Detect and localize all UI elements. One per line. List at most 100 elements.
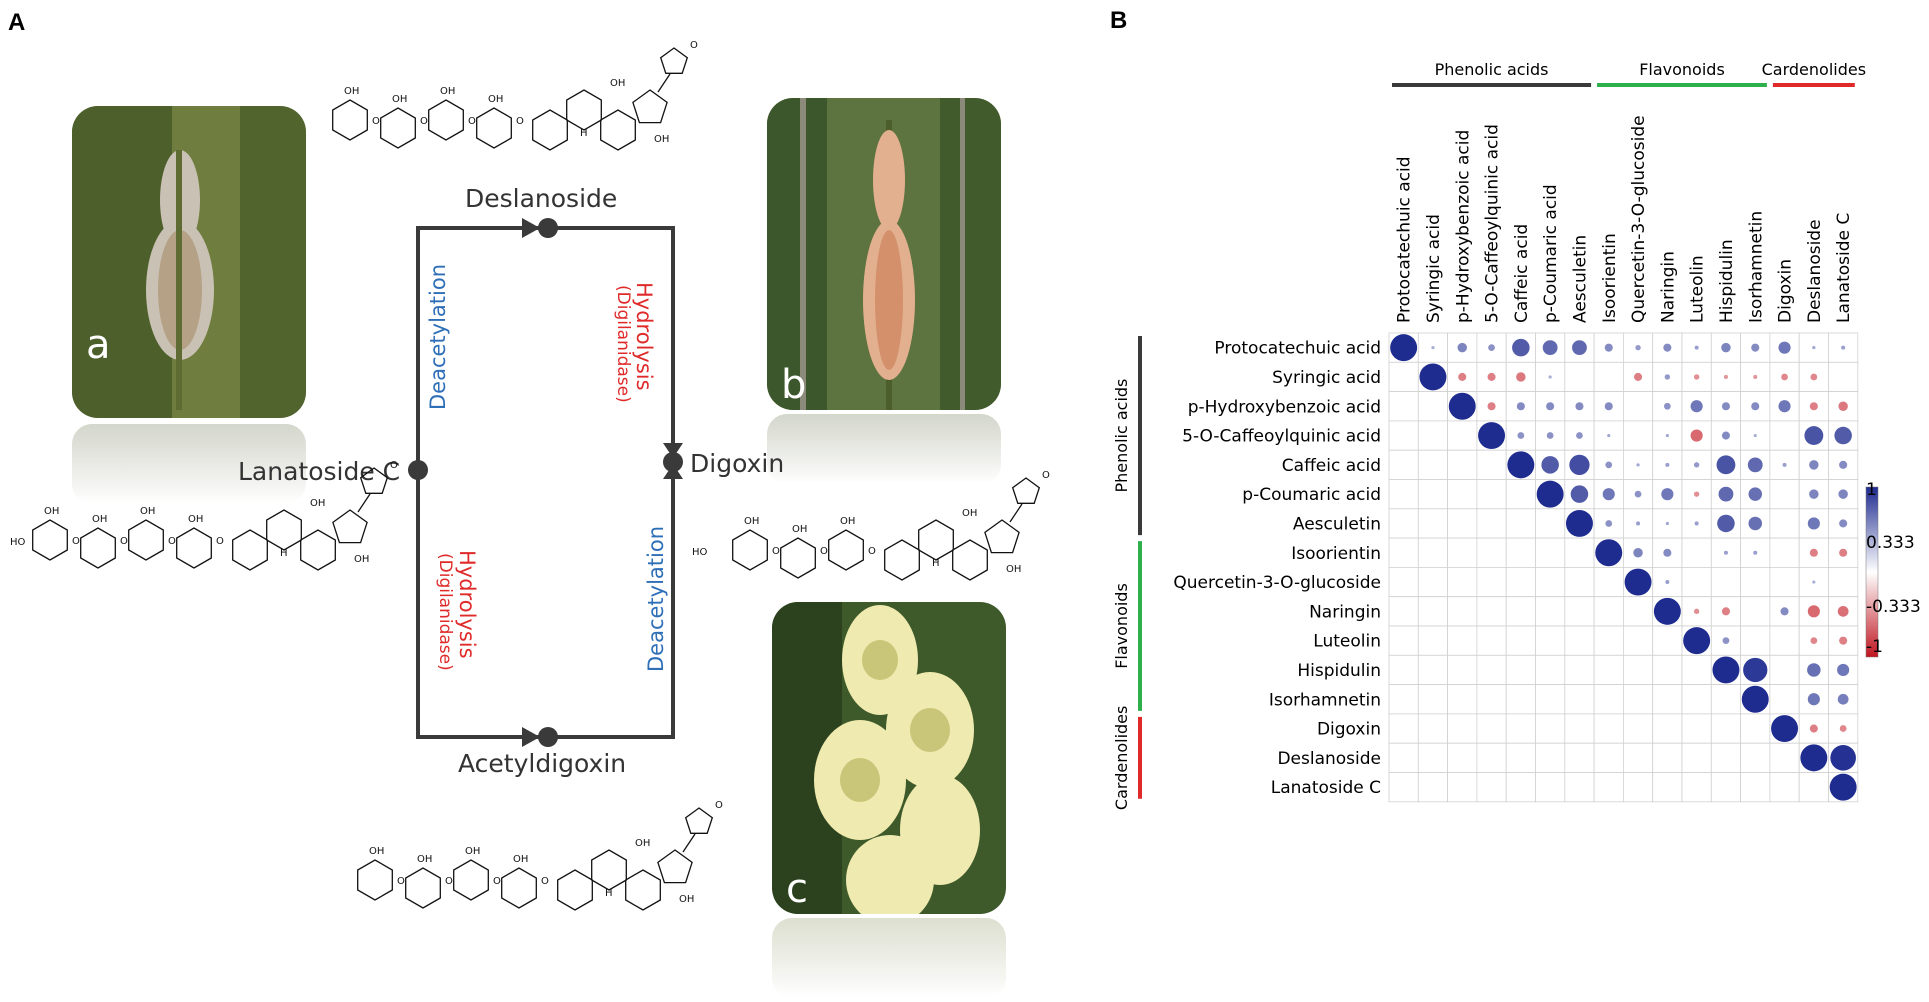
atom-label: O: [868, 546, 876, 557]
grid-cell: [1447, 625, 1478, 656]
grid-cell: [1828, 361, 1859, 392]
atom-label: OH: [188, 514, 203, 525]
grid-cell: [1417, 567, 1449, 598]
corr-circle-diagonal: [1595, 539, 1623, 567]
corr-circle-diagonal: [1712, 656, 1740, 684]
grid-cell: [1388, 684, 1419, 715]
grid-cell: [1769, 567, 1800, 598]
corr-circle: [1837, 605, 1849, 617]
corr-circle: [1636, 521, 1641, 526]
grid-cell: [1388, 420, 1419, 451]
legend-tick-0333: 0.333: [1866, 533, 1915, 553]
atom-label: H: [580, 128, 588, 139]
corr-circle: [1841, 345, 1846, 350]
grid-cell: [1505, 713, 1536, 744]
grid-cell: [1769, 684, 1800, 715]
atom-label: O: [516, 116, 524, 127]
grid-cell: [1828, 332, 1859, 363]
steroid-ring: [918, 519, 954, 561]
grid-cell: [1652, 684, 1683, 715]
grid-cell: [1417, 684, 1449, 715]
sugar-ring: [453, 859, 489, 901]
corr-circle: [1635, 344, 1641, 351]
grid-cell: [1623, 391, 1654, 422]
grid-cell: [1417, 449, 1449, 480]
corr-circle: [1839, 460, 1848, 469]
atom-label: OH: [1006, 564, 1021, 575]
row-label: Aesculetin: [1293, 514, 1381, 534]
row-label: p-Hydroxybenzoic acid: [1188, 397, 1381, 417]
grid-cell: [1740, 625, 1771, 656]
grid-cell: [1710, 713, 1742, 744]
grid-cell: [1417, 420, 1449, 451]
sugar-ring: [332, 99, 368, 141]
corr-circle-diagonal: [1419, 363, 1447, 391]
grid-cell: [1505, 625, 1536, 656]
grid-cell: [1652, 713, 1683, 744]
lanatoside-label: Lanatoside C: [238, 457, 400, 486]
grid-cell: [1710, 742, 1742, 773]
corr-circle: [1810, 373, 1818, 381]
digoxin-node: [663, 452, 683, 472]
grid-cell: [1447, 420, 1478, 451]
pathway-diagram: Deslanoside Lanatoside C Digoxin Acetyld…: [238, 184, 784, 778]
grid-cell: [1447, 772, 1478, 803]
steroid-ring: [984, 519, 1020, 554]
corr-circle: [1810, 637, 1818, 645]
grid-cell: [1447, 537, 1478, 568]
corr-circle: [1634, 490, 1642, 498]
row-label: Hispidulin: [1297, 661, 1381, 681]
corr-circle: [1839, 725, 1847, 732]
atom-label: O: [820, 546, 828, 557]
column-label: Hispidulin: [1717, 239, 1737, 323]
corr-circle: [1542, 340, 1558, 356]
atom-label: OH: [344, 86, 359, 97]
corr-circle: [1665, 580, 1670, 585]
grid-cell: [1535, 772, 1566, 803]
atom-label: OH: [635, 838, 650, 849]
grid-cell: [1564, 772, 1595, 803]
grid-cell: [1417, 596, 1449, 627]
photo-c-letter: c: [786, 866, 808, 912]
lactone-ring: [659, 47, 689, 74]
column-label: Isoorientin: [1600, 233, 1620, 323]
corr-circle: [1488, 344, 1495, 352]
corr-circle: [1605, 520, 1613, 527]
grid-cell: [1681, 742, 1712, 773]
grid-cell: [1593, 596, 1624, 627]
grid-cell: [1447, 596, 1478, 627]
atom-label: H: [932, 558, 940, 569]
grid-cell: [1447, 508, 1478, 539]
corr-circle-diagonal: [1448, 392, 1476, 420]
grid-cell: [1769, 508, 1800, 539]
corr-circle: [1838, 401, 1848, 411]
corr-circle: [1748, 487, 1762, 501]
grid-cell: [1388, 449, 1419, 480]
corr-circle: [1693, 462, 1700, 468]
grid-cell: [1388, 625, 1419, 656]
grid-cell: [1593, 654, 1624, 685]
grid-cell: [1505, 596, 1536, 627]
arrow-to-deslanoside: [522, 218, 540, 238]
column-label: Aesculetin: [1570, 235, 1590, 323]
grid-cell: [1798, 772, 1829, 803]
lactone-ring: [359, 467, 389, 494]
atom-label: OH: [310, 498, 325, 509]
corr-circle: [1753, 433, 1757, 438]
corr-circle: [1807, 517, 1820, 530]
corr-circle: [1487, 372, 1496, 381]
corr-circle: [1807, 663, 1821, 677]
grid-cell: [1447, 713, 1478, 744]
panel-b-letter: B: [1110, 7, 1127, 34]
column-label: Isorhamnetin: [1746, 211, 1766, 323]
grid-cell: [1710, 567, 1742, 598]
grid-cell: [1593, 742, 1624, 773]
corr-circle-diagonal: [1653, 597, 1681, 625]
sugar-ring: [501, 867, 537, 909]
deacetylation-bottom-label: Deacetylation: [644, 526, 668, 672]
corr-circle: [1604, 343, 1613, 352]
grid-cell: [1447, 567, 1478, 598]
atom-label: O: [72, 536, 80, 547]
